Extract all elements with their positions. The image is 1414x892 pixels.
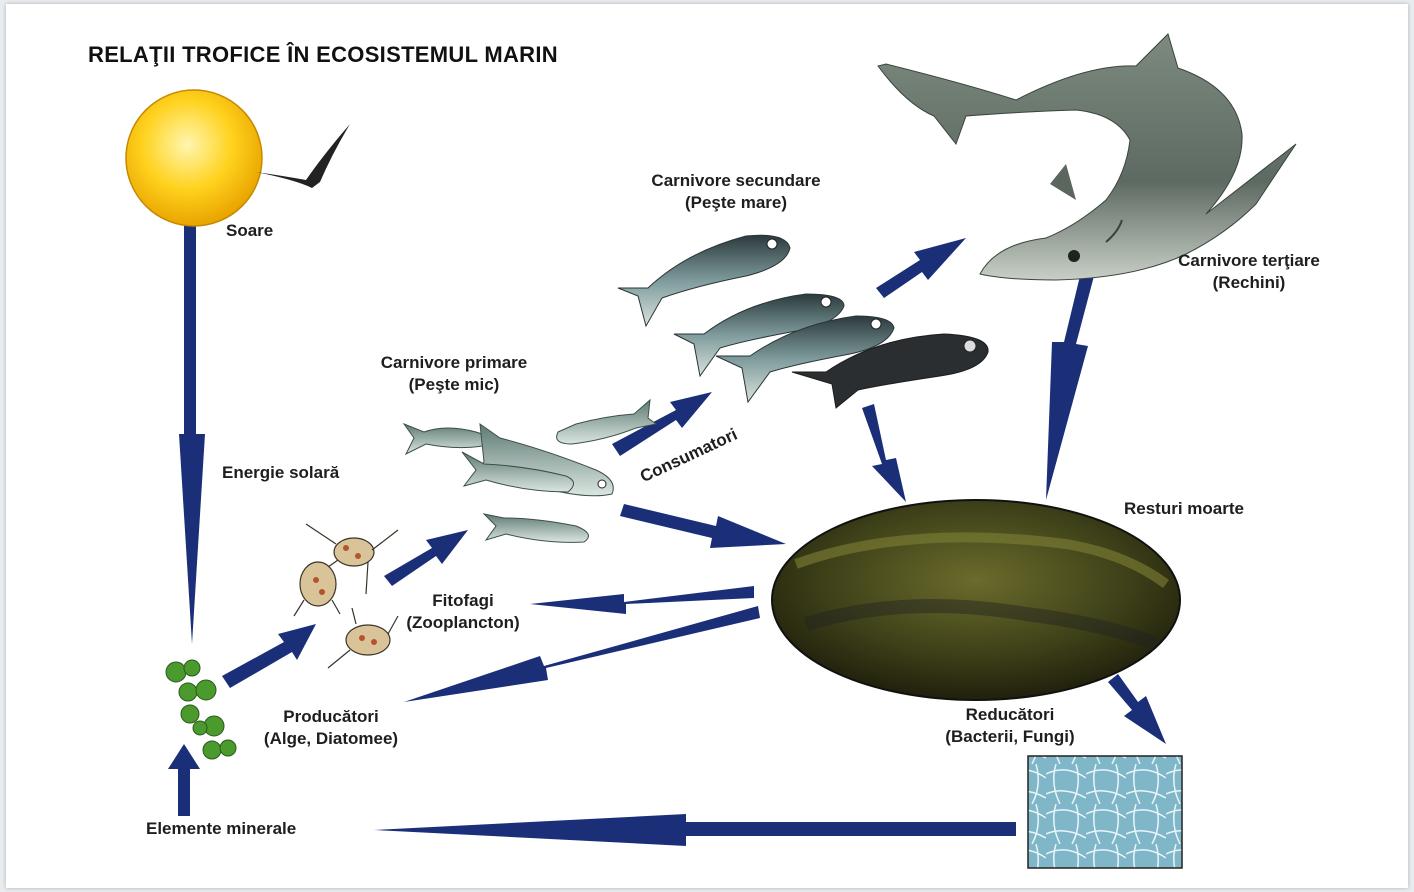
- sediment-ellipse: [772, 500, 1180, 700]
- label-secondary-title: Carnivore secundare: [628, 170, 844, 192]
- shark-icon: [878, 34, 1296, 280]
- arrow-decomposer-to-minerals: [374, 814, 1016, 846]
- label-producers: Producători (Alge, Diatomee): [238, 706, 424, 750]
- label-decomposers: Reducători (Bacterii, Fungi): [912, 704, 1108, 748]
- zooplankton-icon: [294, 524, 398, 668]
- sun-icon: [126, 90, 262, 226]
- arrow-bigfish-to-remains: [862, 404, 906, 502]
- label-dead-remains: Resturi moarte: [1124, 498, 1244, 520]
- label-herbivores-title: Fitofagi: [388, 590, 538, 612]
- label-secondary-carnivores: Carnivore secundare (Peşte mare): [628, 170, 844, 214]
- label-primary-carnivores: Carnivore primare (Peşte mic): [356, 352, 552, 396]
- arrow-algae-to-zooplankton: [222, 624, 316, 688]
- label-producers-sub: (Alge, Diatomee): [238, 728, 424, 750]
- label-minerals: Elemente minerale: [146, 818, 296, 840]
- label-decomposers-title: Reducători: [912, 704, 1108, 726]
- label-herbivores-sub: (Zooplancton): [388, 612, 538, 634]
- label-tertiary-title: Carnivore terţiare: [1154, 250, 1344, 272]
- arrow-shark-to-remains: [1046, 276, 1094, 500]
- arrow-sun-to-energy: [179, 224, 205, 644]
- arrow-minerals-to-algae: [168, 744, 200, 816]
- bird-icon: [256, 124, 350, 188]
- label-tertiary-sub: (Rechini): [1154, 272, 1344, 294]
- diagram-canvas: RELAŢII TROFICE ÎN ECOSISTEMUL MARIN Soa…: [6, 4, 1408, 888]
- label-solar-energy: Energie solară: [222, 462, 339, 484]
- arrow-remains-to-zoo: [530, 586, 754, 614]
- decomposer-image: [1028, 756, 1182, 868]
- small-fish-icon: [404, 400, 656, 542]
- arrow-bigfish-to-shark: [876, 238, 966, 298]
- label-decomposers-sub: (Bacterii, Fungi): [912, 726, 1108, 748]
- arrow-remains-to-decomposers: [1108, 674, 1166, 744]
- label-producers-title: Producători: [238, 706, 424, 728]
- label-secondary-sub: (Peşte mare): [628, 192, 844, 214]
- arrow-smallfish-to-remains: [620, 504, 786, 548]
- page-title: RELAŢII TROFICE ÎN ECOSISTEMUL MARIN: [88, 44, 558, 66]
- arrow-zoo-to-smallfish: [384, 530, 468, 586]
- label-primary-sub: (Peşte mic): [356, 374, 552, 396]
- label-sun: Soare: [226, 220, 273, 242]
- label-primary-title: Carnivore primare: [356, 352, 552, 374]
- label-herbivores: Fitofagi (Zooplancton): [388, 590, 538, 634]
- label-tertiary-carnivores: Carnivore terţiare (Rechini): [1154, 250, 1344, 294]
